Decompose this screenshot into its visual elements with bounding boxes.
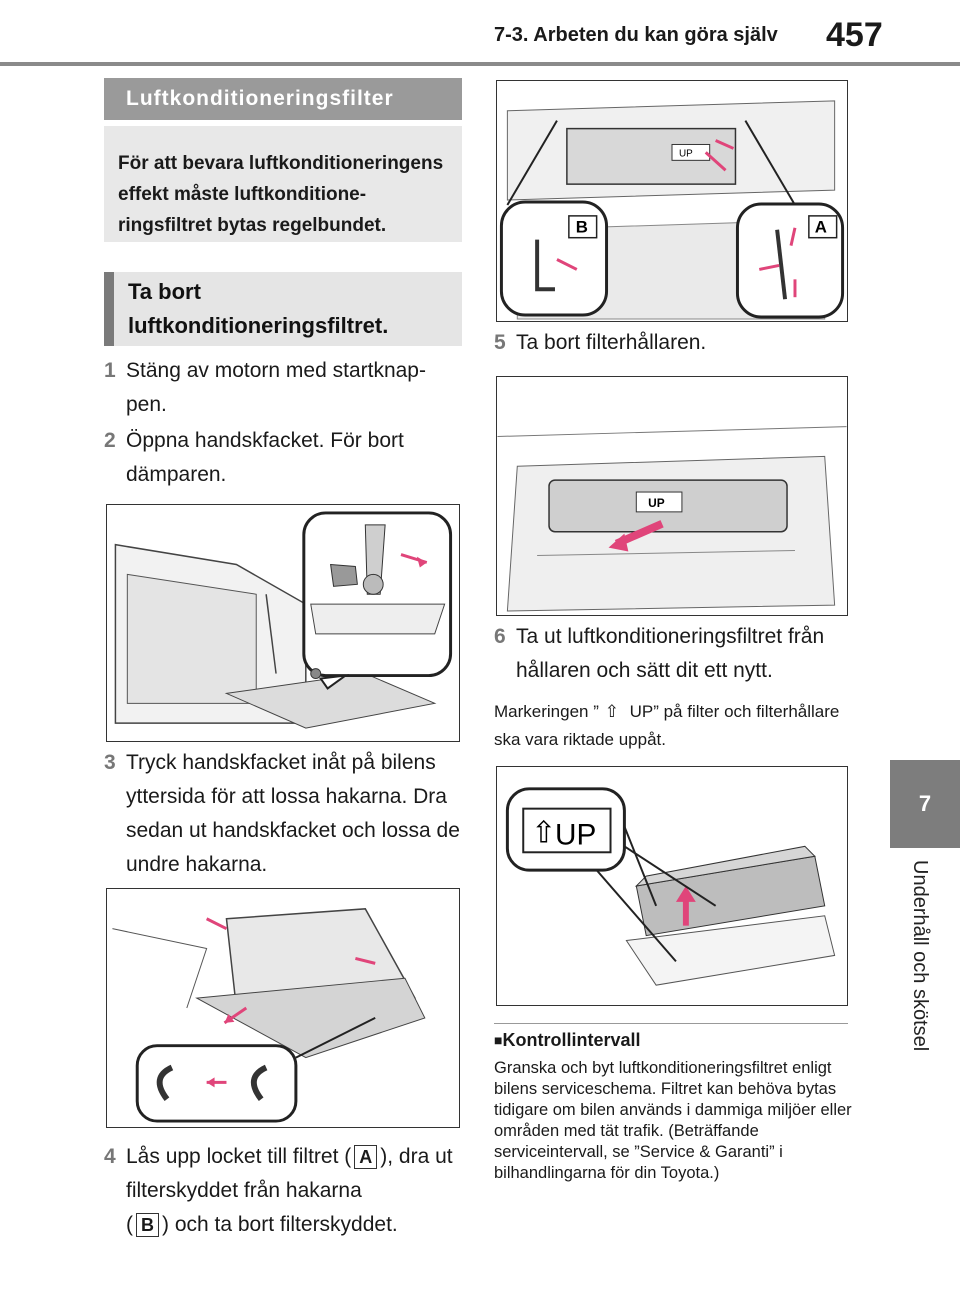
figure-filter-cover: UP B A <box>496 80 848 322</box>
square-bullet-icon: ■ <box>494 1032 503 1048</box>
label-a: A <box>815 218 827 237</box>
check-title-text: Kontrollintervall <box>502 1030 641 1050</box>
subsection-title: Ta bort luftkonditioneringsfiltret. <box>104 272 462 346</box>
step-text: Öppna handskfacket. För bort dämparen. <box>126 429 404 486</box>
glovebox-illustration <box>112 908 426 1123</box>
step-3: 3 Tryck handskfacket inåt på bilens ytter… <box>104 746 464 882</box>
up-arrow-icon: ⇧ <box>604 702 619 721</box>
up-callout-arrow-icon: ⇧ <box>531 816 556 849</box>
label-a-badge: A <box>354 1145 378 1170</box>
section-title: Luftkonditioneringsfilter <box>104 78 462 120</box>
step-number: 3 <box>104 751 116 774</box>
section-header: 7-3. Arbeten du kan göra själv <box>494 24 778 46</box>
up-mark: UP <box>648 496 665 510</box>
label-b: B <box>576 218 588 237</box>
new-filter-illustration: ⇧ UP <box>505 787 836 986</box>
step-number: 4 <box>104 1145 116 1168</box>
step-text-part: Lås upp locket till filtret ( <box>126 1145 352 1168</box>
step-1: 1 Stäng av motorn med startknap­pen. <box>104 354 464 422</box>
chapter-tab: 7 <box>890 760 960 848</box>
header-rule <box>0 62 960 66</box>
damper-illustration <box>114 511 453 729</box>
filter-holder-illustration: UP <box>497 426 847 612</box>
figure-new-filter: ⇧ UP <box>496 766 848 1006</box>
step-4: 4 Lås upp locket till filtret (A), dra ut… <box>104 1140 466 1242</box>
check-body: Granska och byt luftkonditioneringsfiltr… <box>494 1059 852 1182</box>
note-text: UP” på filter och filter­hållare ska var… <box>494 702 840 749</box>
figure-damper <box>106 504 460 742</box>
figure-glovebox <box>106 888 460 1128</box>
intro-box: För att bevara luftkonditionering­ens ef… <box>104 126 462 242</box>
step-number: 1 <box>104 359 116 382</box>
label-b-badge: B <box>136 1213 159 1238</box>
step-6: 6 Ta ut luftkonditioneringsfiltret från h… <box>494 620 856 688</box>
step-number: 6 <box>494 625 506 648</box>
step-5: 5 Ta bort filterhållaren. <box>494 326 854 360</box>
step-number: 5 <box>494 331 506 354</box>
chapter-label: Underhåll och skötsel <box>909 860 931 1052</box>
step-text: Ta bort filterhållaren. <box>516 331 707 354</box>
step-text: Stäng av motorn med startknap­pen. <box>126 359 426 416</box>
step-text-part: ) och ta bort filterskyddet. <box>162 1213 398 1236</box>
step-text-part: ), dra ut filterskyddet från hakarna <box>126 1145 453 1202</box>
figure-filter-holder: UP <box>496 376 848 616</box>
check-heading: ■Kontrollintervall <box>494 1030 640 1051</box>
step-2: 2 Öppna handskfacket. För bort dämparen. <box>104 424 464 492</box>
orientation-note: Markeringen ” ⇧ UP” på filter och filter­… <box>494 698 864 754</box>
step-text-part: ( <box>126 1213 133 1236</box>
filter-cover-illustration: UP B A <box>499 100 845 320</box>
note-text: Markeringen ” <box>494 702 599 721</box>
up-callout-label: UP <box>555 818 596 851</box>
step-number: 2 <box>104 429 116 452</box>
step-text: Ta ut luftkonditioneringsfiltret från hå… <box>516 625 825 682</box>
step-text: Tryck handskfacket inåt på bilens ytters… <box>126 751 460 876</box>
up-mark: UP <box>679 148 693 159</box>
page-number: 457 <box>826 16 883 54</box>
check-divider <box>494 1023 848 1024</box>
